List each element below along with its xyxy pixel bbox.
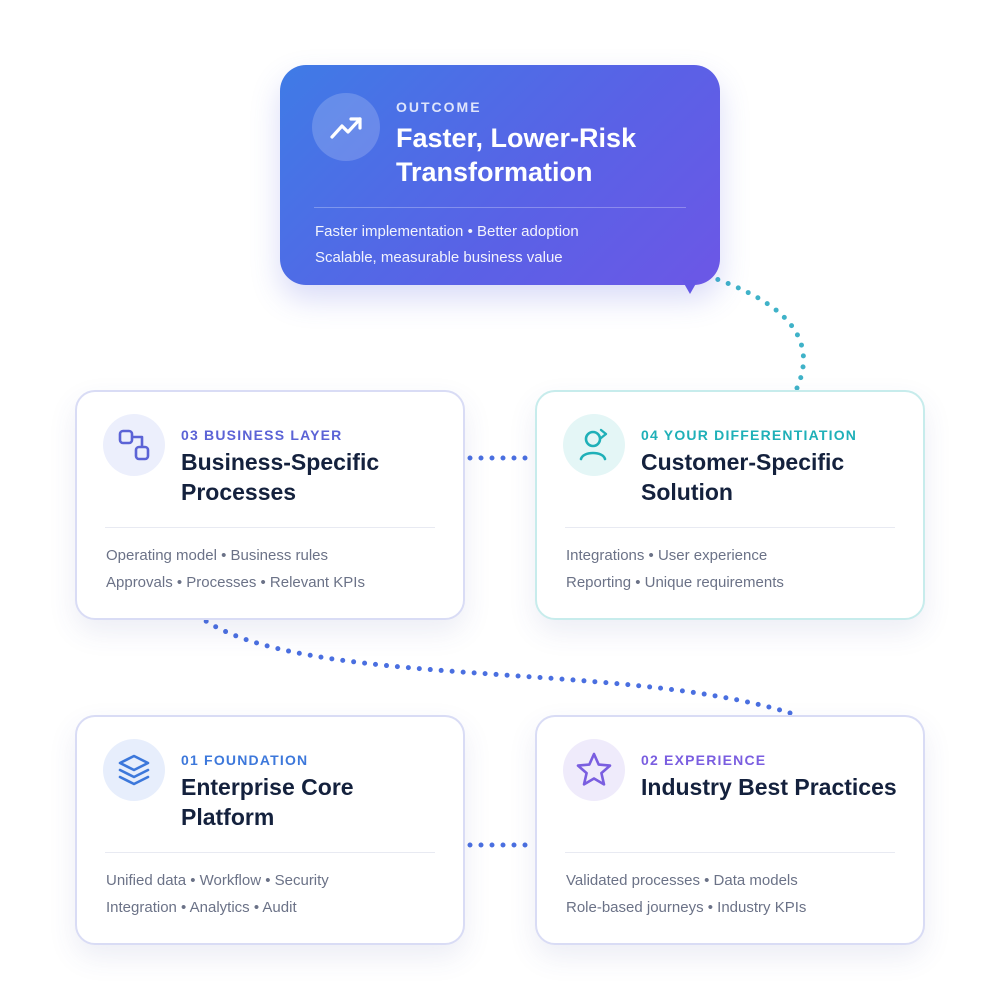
experience-details-line-1: Validated processes • Data models	[566, 872, 798, 889]
business-details-line-2: Approvals • Processes • Relevant KPIs	[106, 574, 365, 591]
outcome-eyebrow: OUTCOME	[396, 99, 482, 115]
experience-details-line-2: Role-based journeys • Industry KPIs	[566, 899, 807, 916]
trending-up-icon	[330, 117, 362, 139]
star-icon	[576, 752, 612, 786]
differentiation-icon-circle	[563, 414, 625, 476]
workflow-icon	[118, 429, 150, 461]
differentiation-details-line-1: Integrations • User experience	[566, 547, 768, 564]
differentiation-eyebrow: 04 YOUR DIFFERENTIATION	[641, 427, 858, 443]
outcome-divider	[314, 207, 686, 208]
foundation-details-line-1: Unified data • Workflow • Security	[106, 872, 329, 889]
foundation-eyebrow: 01 FOUNDATION	[181, 752, 309, 768]
foundation-divider	[105, 852, 435, 853]
outcome-icon-circle	[312, 93, 380, 161]
card-experience: 02 EXPERIENCE Industry Best Practices Va…	[535, 715, 925, 945]
experience-icon-circle	[563, 739, 625, 801]
connector-differentiation-outcome	[702, 272, 806, 391]
experience-divider	[565, 852, 895, 853]
foundation-title: Enterprise Core Platform	[181, 774, 354, 830]
outcome-callout-tail	[682, 280, 698, 294]
card-business-layer: 03 BUSINESS LAYER Business-Specific Proc…	[75, 390, 465, 620]
foundation-details-line-2: Integration • Analytics • Audit	[106, 899, 297, 916]
business-divider	[105, 527, 435, 528]
outcome-card: OUTCOME Faster, Lower-Risk Transformatio…	[280, 65, 720, 285]
outcome-benefits-line-1: Faster implementation • Better adoption	[315, 223, 579, 240]
differentiation-title: Customer-Specific Solution	[641, 449, 845, 505]
experience-title: Industry Best Practices	[641, 774, 897, 800]
differentiation-details-line-2: Reporting • Unique requirements	[566, 574, 784, 591]
connector-experience-business	[197, 614, 793, 716]
outcome-benefits-line-2: Scalable, measurable business value	[315, 249, 563, 266]
foundation-icon-circle	[103, 739, 165, 801]
differentiation-divider	[565, 527, 895, 528]
layers-icon	[118, 754, 150, 786]
business-icon-circle	[103, 414, 165, 476]
business-details-line-1: Operating model • Business rules	[106, 547, 329, 564]
business-eyebrow: 03 BUSINESS LAYER	[181, 427, 343, 443]
card-foundation: 01 FOUNDATION Enterprise Core Platform U…	[75, 715, 465, 945]
experience-eyebrow: 02 EXPERIENCE	[641, 752, 767, 768]
card-differentiation: 04 YOUR DIFFERENTIATION Customer-Specifi…	[535, 390, 925, 620]
user-arrow-icon	[579, 428, 608, 461]
business-title: Business-Specific Processes	[181, 449, 380, 505]
outcome-title: Faster, Lower-Risk Transformation	[396, 123, 637, 187]
